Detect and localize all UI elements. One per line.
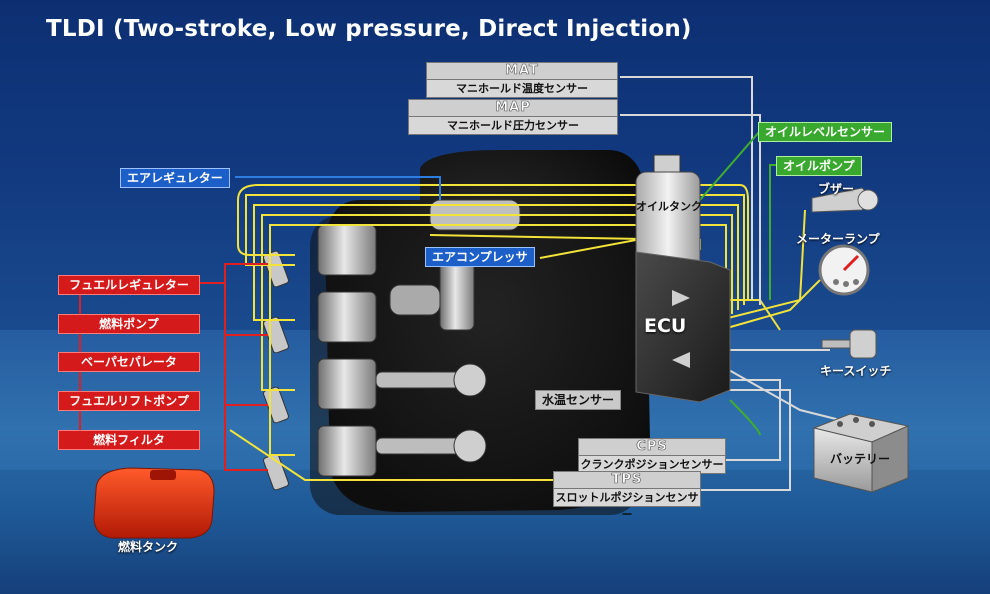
map-abbr: MAP: [408, 99, 618, 117]
oil-tank-label: オイルタンク: [636, 200, 702, 213]
ecu-box: [635, 251, 731, 403]
tps-sensor-label: TPS スロットルポジションセンサー: [553, 471, 701, 521]
map-desc: マニホールド圧力センサー: [408, 117, 618, 135]
key-graphic: [821, 329, 877, 359]
signal-wires: [229, 184, 821, 481]
tps-abbr: TPS: [553, 471, 701, 489]
mat-sensor-label: MAT マニホールド温度センサー: [426, 62, 618, 98]
fuel-pump-label: 燃料ポンプ: [58, 314, 200, 334]
battery-label: バッテリー: [830, 452, 891, 466]
air-compressor-label: エアコンプレッサ: [425, 247, 535, 267]
mat-abbr: MAT: [426, 62, 618, 80]
cps-abbr: CPS: [578, 438, 726, 456]
air-regulator-label: エアレギュレター: [120, 168, 230, 188]
tps-desc: スロットルポジションセンサー: [553, 489, 701, 521]
battery-graphic: [812, 413, 910, 493]
buzzer-label: ブザー: [818, 182, 855, 196]
water-temp-sensor-label: 水温センサー: [535, 390, 622, 410]
meter-lamp-label: メーターランプ: [796, 232, 880, 246]
vapor-separator-label: ベーパセパレータ: [58, 352, 200, 372]
fuel-tank-graphic: [93, 467, 215, 539]
air-lines: [235, 176, 441, 200]
mat-desc: マニホールド温度センサー: [426, 80, 618, 98]
fuel-regulator-label: フュエルレギュレター: [58, 275, 200, 295]
cps-sensor-label: CPS クランクポジションセンサー: [578, 438, 726, 474]
map-sensor-label: MAP マニホールド圧力センサー: [408, 99, 618, 135]
fuel-lift-pump-label: フュエルリフトポンプ: [58, 391, 200, 411]
meter-lamp-graphic: [818, 244, 870, 296]
pistons: [317, 224, 487, 477]
oil-tank-graphic: [635, 154, 701, 271]
buzzer-graphic: [811, 187, 879, 213]
fuel-filter-label: 燃料フィルタ: [58, 430, 200, 450]
fuel-tank-label: 燃料タンク: [118, 540, 179, 554]
oil-level-sensor-label: オイルレベルセンサー: [758, 122, 893, 142]
key-switch-label: キースイッチ: [820, 364, 892, 378]
sensor-wires: [620, 76, 841, 491]
page-title: TLDI (Two-stroke, Low pressure, Direct I…: [46, 16, 692, 42]
oil-pump-label: オイルポンプ: [776, 156, 862, 176]
ecu-label: ECU: [644, 315, 687, 337]
